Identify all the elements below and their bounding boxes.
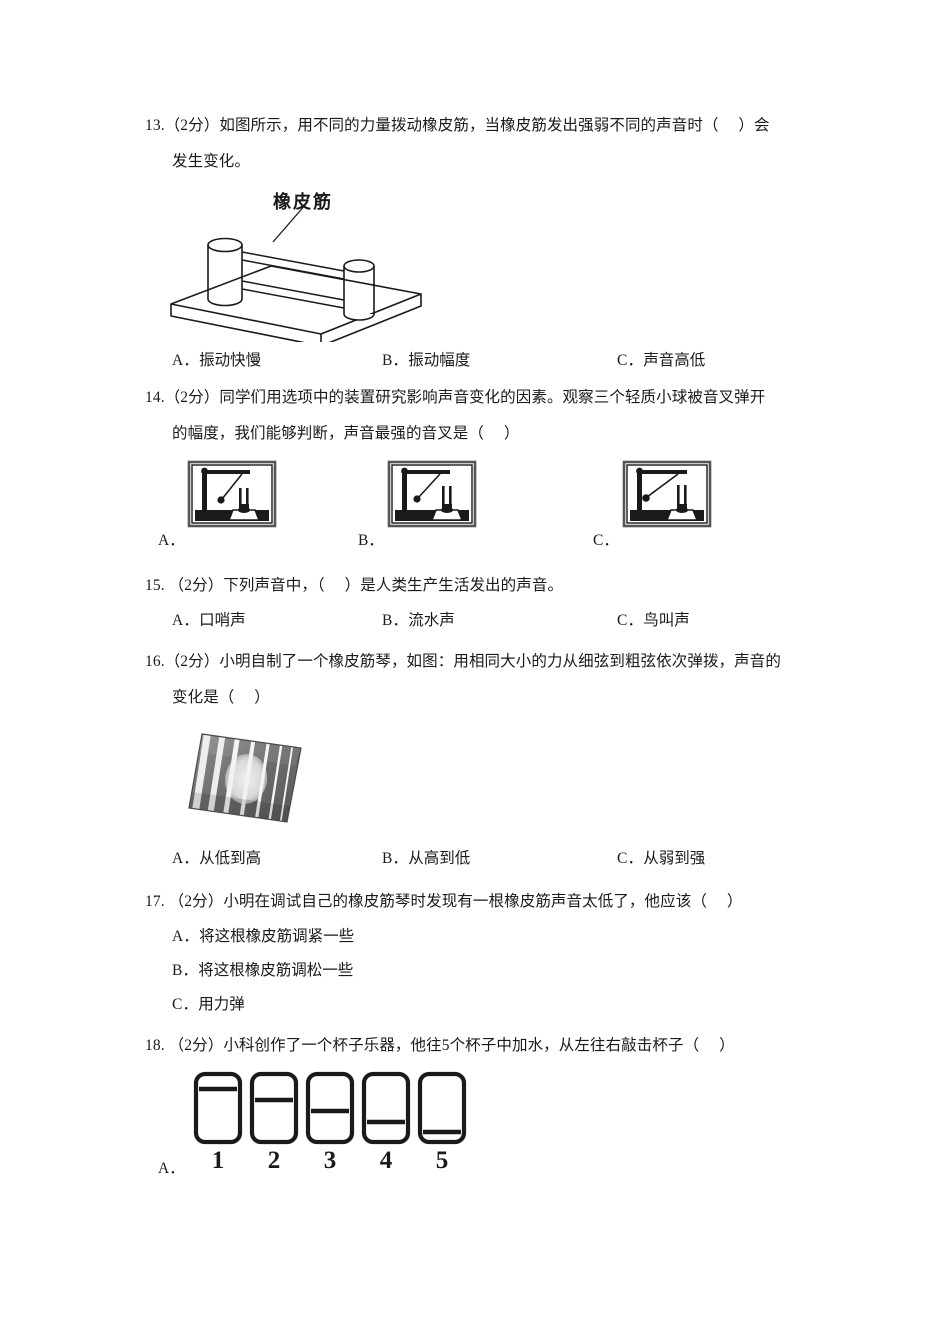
cup-number-1: 1 (212, 1147, 225, 1174)
question-15-option-b[interactable]: B．流水声 (382, 612, 455, 629)
question-17-option-a[interactable]: A．将这根橡皮筋调紧一些 (172, 928, 355, 945)
question-17-option-b[interactable]: B．将这根橡皮筋调松一些 (172, 962, 354, 979)
tuning-fork-apparatus-a (187, 460, 277, 528)
question-14-option-c-label: C． (593, 532, 619, 549)
question-14-marks: （2分） (164, 389, 220, 406)
question-16-options: A．从低到高 B．从高到低 C．从弱到强 (145, 842, 805, 876)
question-16-stem-text: 小明自制了一个橡皮筋琴，如图：用相同大小的力从细弦到粗弦依次弹拨，声音的 (219, 653, 781, 670)
question-15-option-c-text: 鸟叫声 (643, 612, 690, 629)
question-15-marks: （2分） (168, 577, 224, 594)
question-17-marks: （2分） (168, 893, 224, 910)
cup-number-5: 5 (436, 1147, 449, 1174)
question-15-option-b-text: 流水声 (408, 612, 455, 629)
question-15-number: 15. (145, 577, 165, 594)
cup-number-4: 4 (380, 1147, 393, 1174)
question-13-number: 13. (145, 117, 165, 134)
question-15-option-a-text: 口哨声 (199, 612, 246, 629)
question-14-stem-line-2: 的幅度，我们能够判断，声音最强的音叉是（ ） (145, 416, 805, 452)
question-14-option-b-label: B． (358, 532, 384, 549)
question-17-answer-blank[interactable] (707, 893, 727, 910)
tuning-fork-option-c-image[interactable] (620, 460, 714, 535)
question-13-option-a-text: 振动快慢 (199, 352, 262, 369)
question-13-option-c[interactable]: C．声音高低 (617, 352, 706, 369)
question-18-option-a-label: A． (158, 1160, 185, 1177)
question-13-stem-line-1: 13.（2分）如图所示，用不同的力量拨动橡皮筋，当橡皮筋发出强弱不同的声音时（ … (145, 108, 805, 144)
question-14-stem-text: 同学们用选项中的装置研究影响声音变化的因素。观察三个轻质小球被音叉弹开 (219, 389, 766, 406)
question-14: 14.（2分）同学们用选项中的装置研究影响声音变化的因素。观察三个轻质小球被音叉… (145, 380, 805, 558)
question-list: 13.（2分）如图所示，用不同的力量拨动橡皮筋，当橡皮筋发出强弱不同的声音时（ … (145, 108, 805, 1188)
question-16-stem-tail: ） (254, 689, 270, 706)
question-18-stem-tail: ） (719, 1037, 735, 1054)
question-13: 13.（2分）如图所示，用不同的力量拨动橡皮筋，当橡皮筋发出强弱不同的声音时（ … (145, 108, 805, 378)
question-14-option-a-label: A． (158, 532, 185, 549)
question-15-stem-tail: ）是人类生产生活发出的声音。 (344, 577, 564, 594)
cup-number-2: 2 (268, 1147, 281, 1174)
question-14-answer-blank[interactable] (484, 425, 504, 442)
tuning-fork-option-b-image[interactable] (385, 460, 479, 535)
question-16-option-c[interactable]: C．从弱到强 (617, 850, 706, 867)
question-16-stem-text-2: 变化是（ (172, 689, 235, 706)
question-17-options: A．将这根橡皮筋调紧一些 B．将这根橡皮筋调松一些 C．用力弹 (145, 920, 805, 1022)
question-17-option-c-text: 用力弹 (198, 996, 245, 1013)
figure-five-water-cups[interactable]: 1 2 3 4 5 A． (145, 1068, 805, 1186)
question-16-option-a-text: 从低到高 (199, 850, 262, 867)
question-17-option-b-text: 将这根橡皮筋调松一些 (198, 962, 354, 979)
question-16-answer-blank[interactable] (234, 689, 254, 706)
question-16-option-a[interactable]: A．从低到高 (172, 850, 262, 867)
question-16-option-b-text: 从高到低 (408, 850, 471, 867)
rubber-band-board-drawing (170, 203, 422, 342)
tuning-fork-apparatus-c (622, 460, 712, 528)
question-18-number: 18. (145, 1037, 165, 1054)
question-13-options: A．振动快慢 B．振动幅度 C．声音高低 (145, 344, 805, 378)
question-14-stem-tail: ） (503, 425, 520, 442)
tuning-fork-option-a-image[interactable] (185, 460, 279, 535)
question-16-number: 16. (145, 653, 165, 670)
question-13-option-c-text: 声音高低 (643, 352, 706, 369)
question-14-stem-text-2: 的幅度，我们能够判断，声音最强的音叉是（ (172, 425, 485, 442)
question-16-option-c-text: 从弱到强 (643, 850, 706, 867)
rubber-band-zither-photo (188, 733, 302, 823)
question-17-option-a-text: 将这根橡皮筋调紧一些 (199, 928, 355, 945)
question-14-stem-line-1: 14.（2分）同学们用选项中的装置研究影响声音变化的因素。观察三个轻质小球被音叉… (145, 380, 805, 416)
figure-rubber-band-caption: 橡皮筋 (273, 192, 333, 212)
tuning-fork-apparatus-b (387, 460, 477, 528)
question-16-stem-line-2: 变化是（ ） (145, 680, 805, 716)
question-15-stem-line-1: 15. （2分）下列声音中，（ ）是人类生产生活发出的声音。 (145, 568, 805, 604)
question-15-option-a[interactable]: A．口哨声 (172, 612, 246, 629)
question-13-stem-tail: ）会 (738, 117, 770, 134)
question-18-stem-text: 小科创作了一个杯子乐器，他往5个杯子中加水，从左往右敲击杯子（ (223, 1037, 700, 1054)
question-17: 17. （2分）小明在调试自己的橡皮筋琴时发现有一根橡皮筋声音太低了，他应该（ … (145, 884, 805, 1022)
question-13-marks: （2分） (164, 117, 220, 134)
question-15-options: A．口哨声 B．流水声 C．鸟叫声 (145, 604, 805, 638)
question-13-answer-blank[interactable] (719, 117, 739, 134)
question-17-stem-text: 小明在调试自己的橡皮筋琴时发现有一根橡皮筋声音太低了，他应该（ (223, 893, 707, 910)
question-17-option-c[interactable]: C．用力弹 (172, 996, 245, 1013)
question-13-stem-text: 如图所示，用不同的力量拨动橡皮筋，当橡皮筋发出强弱不同的声音时（ (219, 117, 719, 134)
question-13-option-b[interactable]: B．振动幅度 (382, 352, 471, 369)
question-16-option-b[interactable]: B．从高到低 (382, 850, 471, 867)
question-13-stem-line-2: 发生变化。 (172, 153, 251, 170)
question-16-marks: （2分） (164, 653, 220, 670)
question-18: 18. （2分）小科创作了一个杯子乐器，他往5个杯子中加水，从左往右敲击杯子（ … (145, 1028, 805, 1186)
figure-rubber-band-zither (145, 722, 805, 840)
question-15: 15. （2分）下列声音中，（ ）是人类生产生活发出的声音。 A．口哨声 B．流… (145, 568, 805, 638)
question-14-number: 14. (145, 389, 165, 406)
question-17-number: 17. (145, 893, 165, 910)
question-16: 16.（2分）小明自制了一个橡皮筋琴，如图：用相同大小的力从细弦到粗弦依次弹拨，… (145, 644, 805, 876)
question-18-answer-blank[interactable] (699, 1037, 719, 1054)
question-18-stem-line-1: 18. （2分）小科创作了一个杯子乐器，他往5个杯子中加水，从左往右敲击杯子（ … (145, 1028, 805, 1064)
question-15-option-c[interactable]: C．鸟叫声 (617, 612, 690, 629)
question-17-stem-line-1: 17. （2分）小明在调试自己的橡皮筋琴时发现有一根橡皮筋声音太低了，他应该（ … (145, 884, 805, 920)
question-15-stem-text: 下列声音中，（ (223, 577, 325, 594)
question-18-marks: （2分） (168, 1037, 224, 1054)
cup-number-3: 3 (324, 1147, 337, 1174)
question-16-stem-line-1: 16.（2分）小明自制了一个橡皮筋琴，如图：用相同大小的力从细弦到粗弦依次弹拨，… (145, 644, 805, 680)
figure-tuning-fork-trio: A． B． C． (145, 460, 805, 558)
five-cups-drawing: 1 2 3 4 5 (193, 1071, 467, 1174)
question-13-option-a[interactable]: A．振动快慢 (172, 352, 262, 369)
question-17-stem-tail: ） (726, 893, 743, 910)
question-13-option-b-text: 振动幅度 (408, 352, 471, 369)
question-15-answer-blank[interactable] (325, 577, 345, 594)
figure-rubber-band-board: 橡皮筋 (145, 182, 805, 344)
